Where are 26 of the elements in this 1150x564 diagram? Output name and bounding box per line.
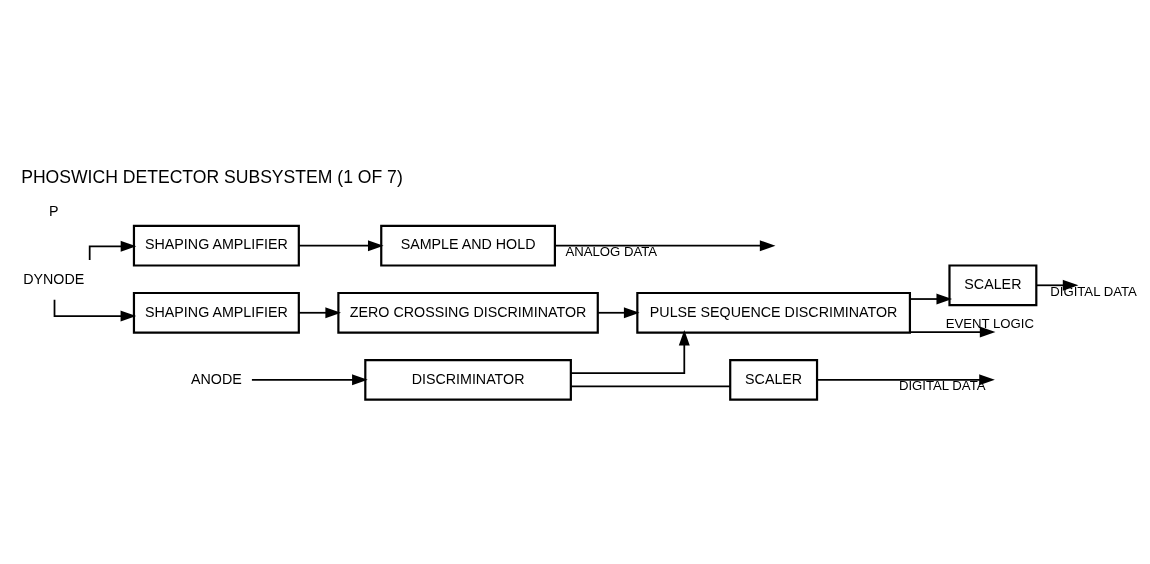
edge-label: DIGITAL DATA xyxy=(1050,283,1137,299)
node-box: ZERO CROSSING DISCRIMINATOR xyxy=(337,291,599,334)
diagram-title: PHOSWICH DETECTOR SUBSYSTEM (1 OF 7) xyxy=(21,166,403,187)
arrow xyxy=(597,307,640,319)
arrow xyxy=(909,293,953,305)
node-box: SHAPING AMPLIFIER xyxy=(132,224,300,267)
label: P xyxy=(48,203,59,220)
arrow xyxy=(554,240,776,252)
connector xyxy=(570,385,732,388)
node-box: SHAPING AMPLIFIER xyxy=(132,291,300,334)
arrow xyxy=(816,374,995,386)
node-text: DYNODE xyxy=(23,270,85,287)
node-box: SCALER xyxy=(948,264,1038,307)
node-box: PULSE SEQUENCE DISCRIMINATOR xyxy=(636,291,911,334)
edge-label: ANALOG DATA xyxy=(565,244,658,260)
edge-label: EVENT LOGIC xyxy=(945,316,1035,332)
arrow xyxy=(909,326,996,338)
node-text: ANODE xyxy=(191,370,242,387)
arrow xyxy=(251,374,368,386)
arrow xyxy=(570,329,690,375)
arrow xyxy=(298,307,341,319)
node-box: SAMPLE AND HOLD xyxy=(380,224,556,267)
edge-label: DIGITAL DATA xyxy=(898,378,986,394)
node-box: SCALER xyxy=(729,358,819,401)
arrow xyxy=(298,240,384,252)
node-box: DISCRIMINATOR xyxy=(364,358,572,401)
